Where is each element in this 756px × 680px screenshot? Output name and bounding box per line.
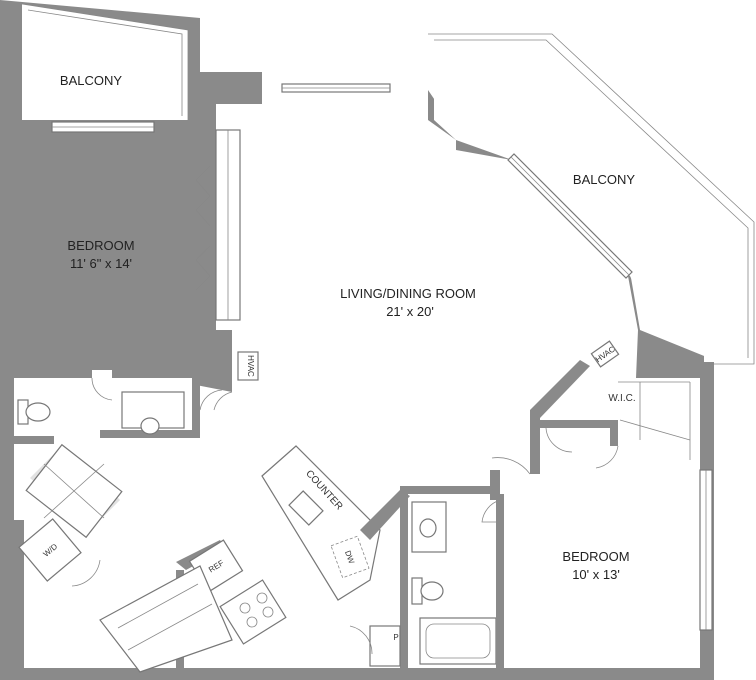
closet-wall: [206, 104, 216, 330]
range: [219, 579, 287, 645]
balcony-left-label: BALCONY: [60, 73, 122, 88]
bedroom-left-size: 11' 6" x 14': [70, 256, 132, 271]
hvac-right: [590, 340, 620, 368]
kitchen-counter-lower: [99, 565, 233, 673]
bedroom-left-label: BEDROOM: [67, 238, 134, 253]
pantry: [369, 625, 401, 667]
bedroom-right-label: BEDROOM: [562, 549, 629, 564]
left-balcony-floor: [22, 4, 188, 120]
wic-label: W.I.C.: [608, 393, 635, 404]
hvac-left-label: HVAC: [246, 355, 255, 377]
tub: [419, 617, 497, 665]
washer-dryer: [18, 518, 82, 582]
living-dining-size: 21' x 20': [386, 304, 434, 319]
interior-floor: [14, 90, 700, 668]
hvac-left: [237, 351, 259, 381]
counter: [261, 445, 381, 601]
pantry-label: P: [393, 633, 398, 642]
bedroom-right-size: 10' x 13': [572, 567, 620, 582]
dishwasher: [330, 535, 370, 579]
dishwasher-label: DW: [343, 549, 356, 565]
living-dining-label: LIVING/DINING ROOM: [340, 286, 476, 301]
counter-sink: [288, 490, 324, 526]
right-balcony-floor: [434, 38, 752, 362]
balcony-right-label: BALCONY: [573, 172, 635, 187]
